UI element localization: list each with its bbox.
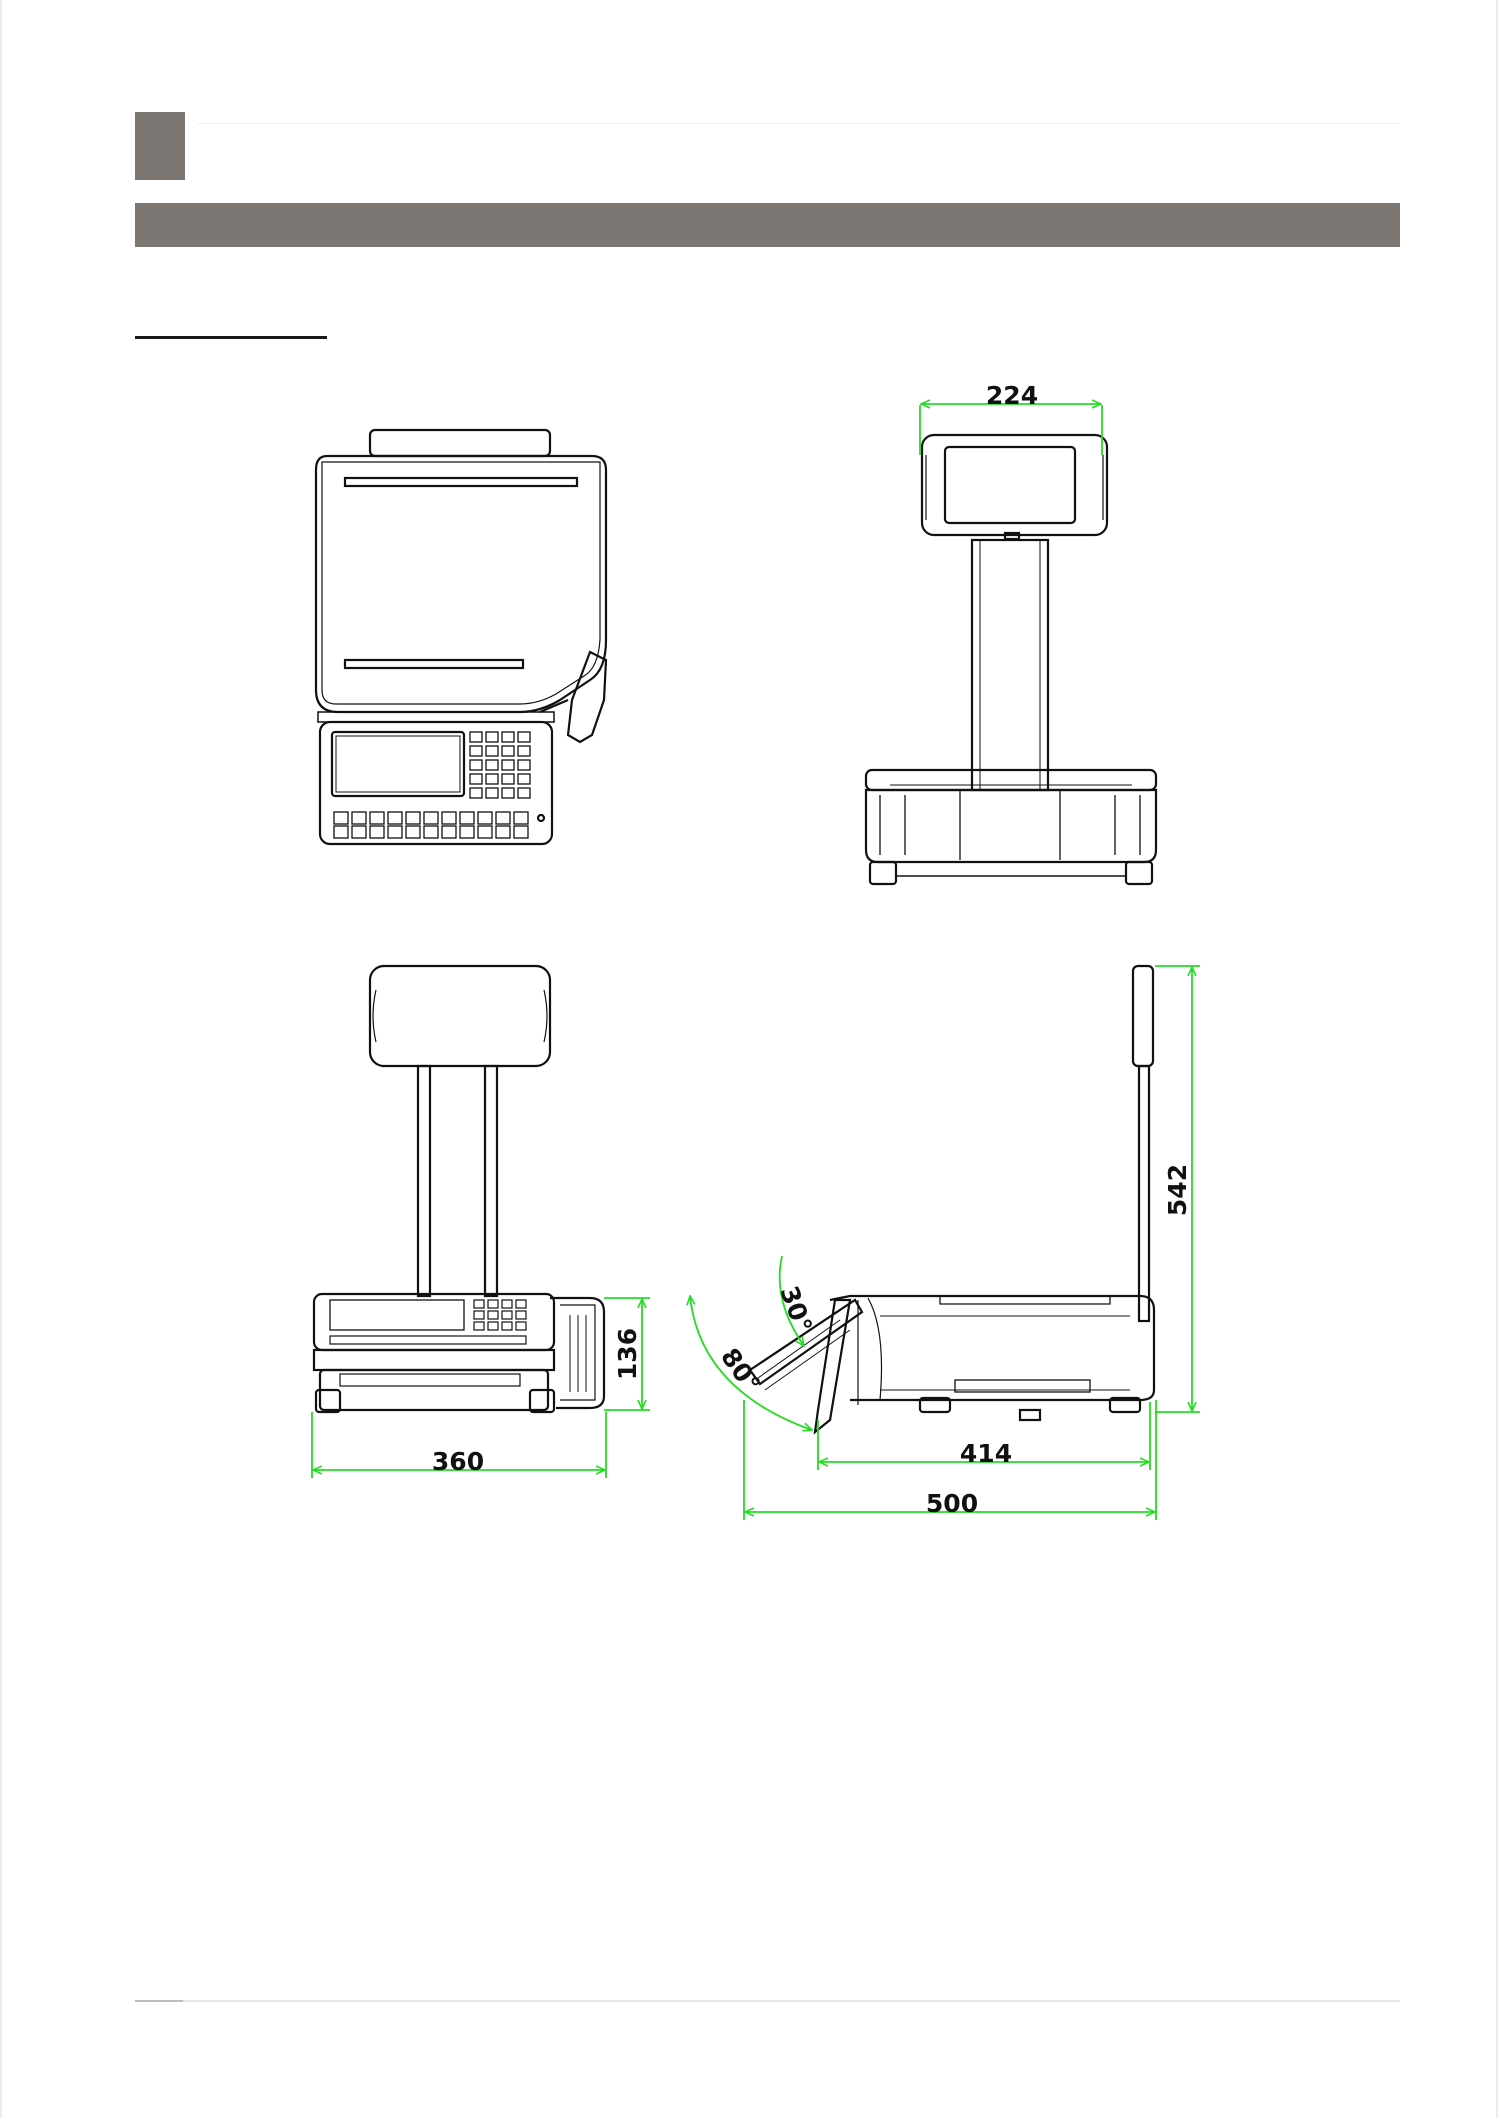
label-542: 542 [1163,1164,1192,1216]
front-view [866,435,1156,884]
rear-view [314,966,604,1412]
label-angle-80: 80° [715,1343,766,1398]
label-360: 360 [432,1447,484,1476]
top-view-keypad [470,732,530,798]
label-224: 224 [986,381,1038,410]
label-500: 500 [926,1489,978,1518]
top-view [316,430,606,844]
label-414: 414 [960,1439,1012,1468]
side-view [750,966,1154,1432]
footer-page-tab [135,2000,183,2002]
label-136: 136 [613,1328,642,1380]
angle-arcs [690,1256,812,1430]
label-angle-30: 30° [774,1282,817,1336]
footer-rule [135,2000,1400,2002]
